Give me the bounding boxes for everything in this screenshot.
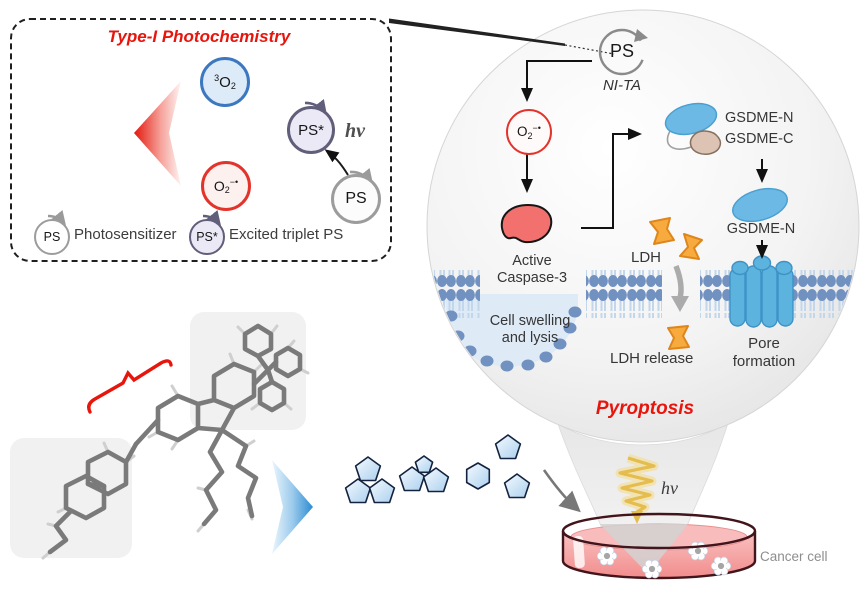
membrane-mid (586, 270, 662, 318)
legend-ps-label: Photosensitizer (74, 226, 177, 243)
legend-ps-circle: PS (34, 219, 70, 255)
membrane-right-a (700, 270, 732, 318)
bubble (463, 367, 473, 377)
gsdme-n-domain (664, 102, 718, 136)
ldh-release-label: LDH release (610, 350, 694, 367)
cancer-cell-shape (596, 546, 618, 566)
balloon-ps-symbol: PS (609, 41, 634, 61)
type1-photochemistry-box (10, 18, 392, 262)
light-label-box: hν (345, 120, 365, 142)
gsdme-c-label: GSDME-C (725, 131, 794, 147)
ldh-release-arrowhead (671, 296, 689, 312)
photochem-title: Type-I Photochemistry (107, 27, 291, 46)
balloon-superoxide-sub: 2 (527, 130, 533, 141)
excitation-arrow (324, 149, 349, 176)
caspase3-blob (500, 203, 553, 244)
gsdme-pore (729, 255, 794, 328)
cell-swelling-label: Cell swelling and lysis (489, 313, 571, 347)
dish-rim (561, 512, 757, 550)
cancer-cell-shape (687, 541, 709, 561)
bubble (447, 342, 463, 358)
assembly-arrow (272, 460, 313, 554)
balloon-superoxide-sup: −• (532, 122, 541, 133)
gsdme-n-fragment (732, 187, 788, 223)
ps-ground-circle: PS (331, 174, 381, 224)
ni-highlight-box (10, 438, 132, 558)
ldh-label: LDH (631, 249, 662, 266)
gsdme-linker (666, 130, 692, 150)
callout-connector (389, 18, 615, 55)
molecule-structure (10, 312, 310, 560)
petri-dish (561, 512, 757, 580)
light-label-balloon: hν (661, 478, 678, 498)
triplet-oxygen-sub: 2 (230, 80, 236, 91)
ps-cycle-ring (598, 28, 648, 76)
triplet-oxygen-base: O (219, 73, 231, 91)
nanoparticle-to-dish-arrow (542, 469, 581, 513)
legend-ps-star-circle: PS* (189, 219, 225, 255)
caspase-label: Active Caspase-3 (496, 253, 568, 287)
pyroptosis-label: Pyroptosis (595, 398, 695, 419)
red-bracket (87, 359, 173, 414)
ps-excited-circle: PS* (287, 106, 335, 154)
balloon-superoxide-base: O (517, 124, 528, 140)
type1-red-arrow (134, 81, 181, 186)
superoxide-sub: 2 (224, 184, 230, 195)
gsdme-c-domain (689, 130, 722, 155)
superoxide-base: O (213, 178, 225, 194)
pore-formation-label: Pore formation (732, 335, 796, 370)
pathway-arrows (521, 60, 768, 259)
balloon-ps-name: NI-TA (602, 77, 642, 94)
cancer-cell-shape (710, 556, 732, 576)
bubble (441, 364, 453, 376)
ldh-enzymes (649, 217, 703, 350)
gsdme-n-top-label: GSDME-N (725, 110, 794, 126)
nanoparticles (344, 434, 531, 504)
triplet-oxygen-sup: 3 (214, 72, 220, 83)
legend-ps-star-label: Excited triplet PS (229, 226, 344, 243)
membrane-left (434, 270, 480, 318)
dish-highlight (573, 535, 585, 569)
gsdme-n-mid-label: GSDME-N (726, 221, 796, 237)
superoxide-sup: −• (229, 176, 239, 187)
cancer-cell-shape (641, 559, 663, 579)
cancer-cell-label: Cancer cell (760, 549, 828, 564)
membrane-right-b (792, 270, 858, 318)
carbon-skeleton (47, 323, 303, 555)
ldh-release-arrow (673, 265, 684, 299)
